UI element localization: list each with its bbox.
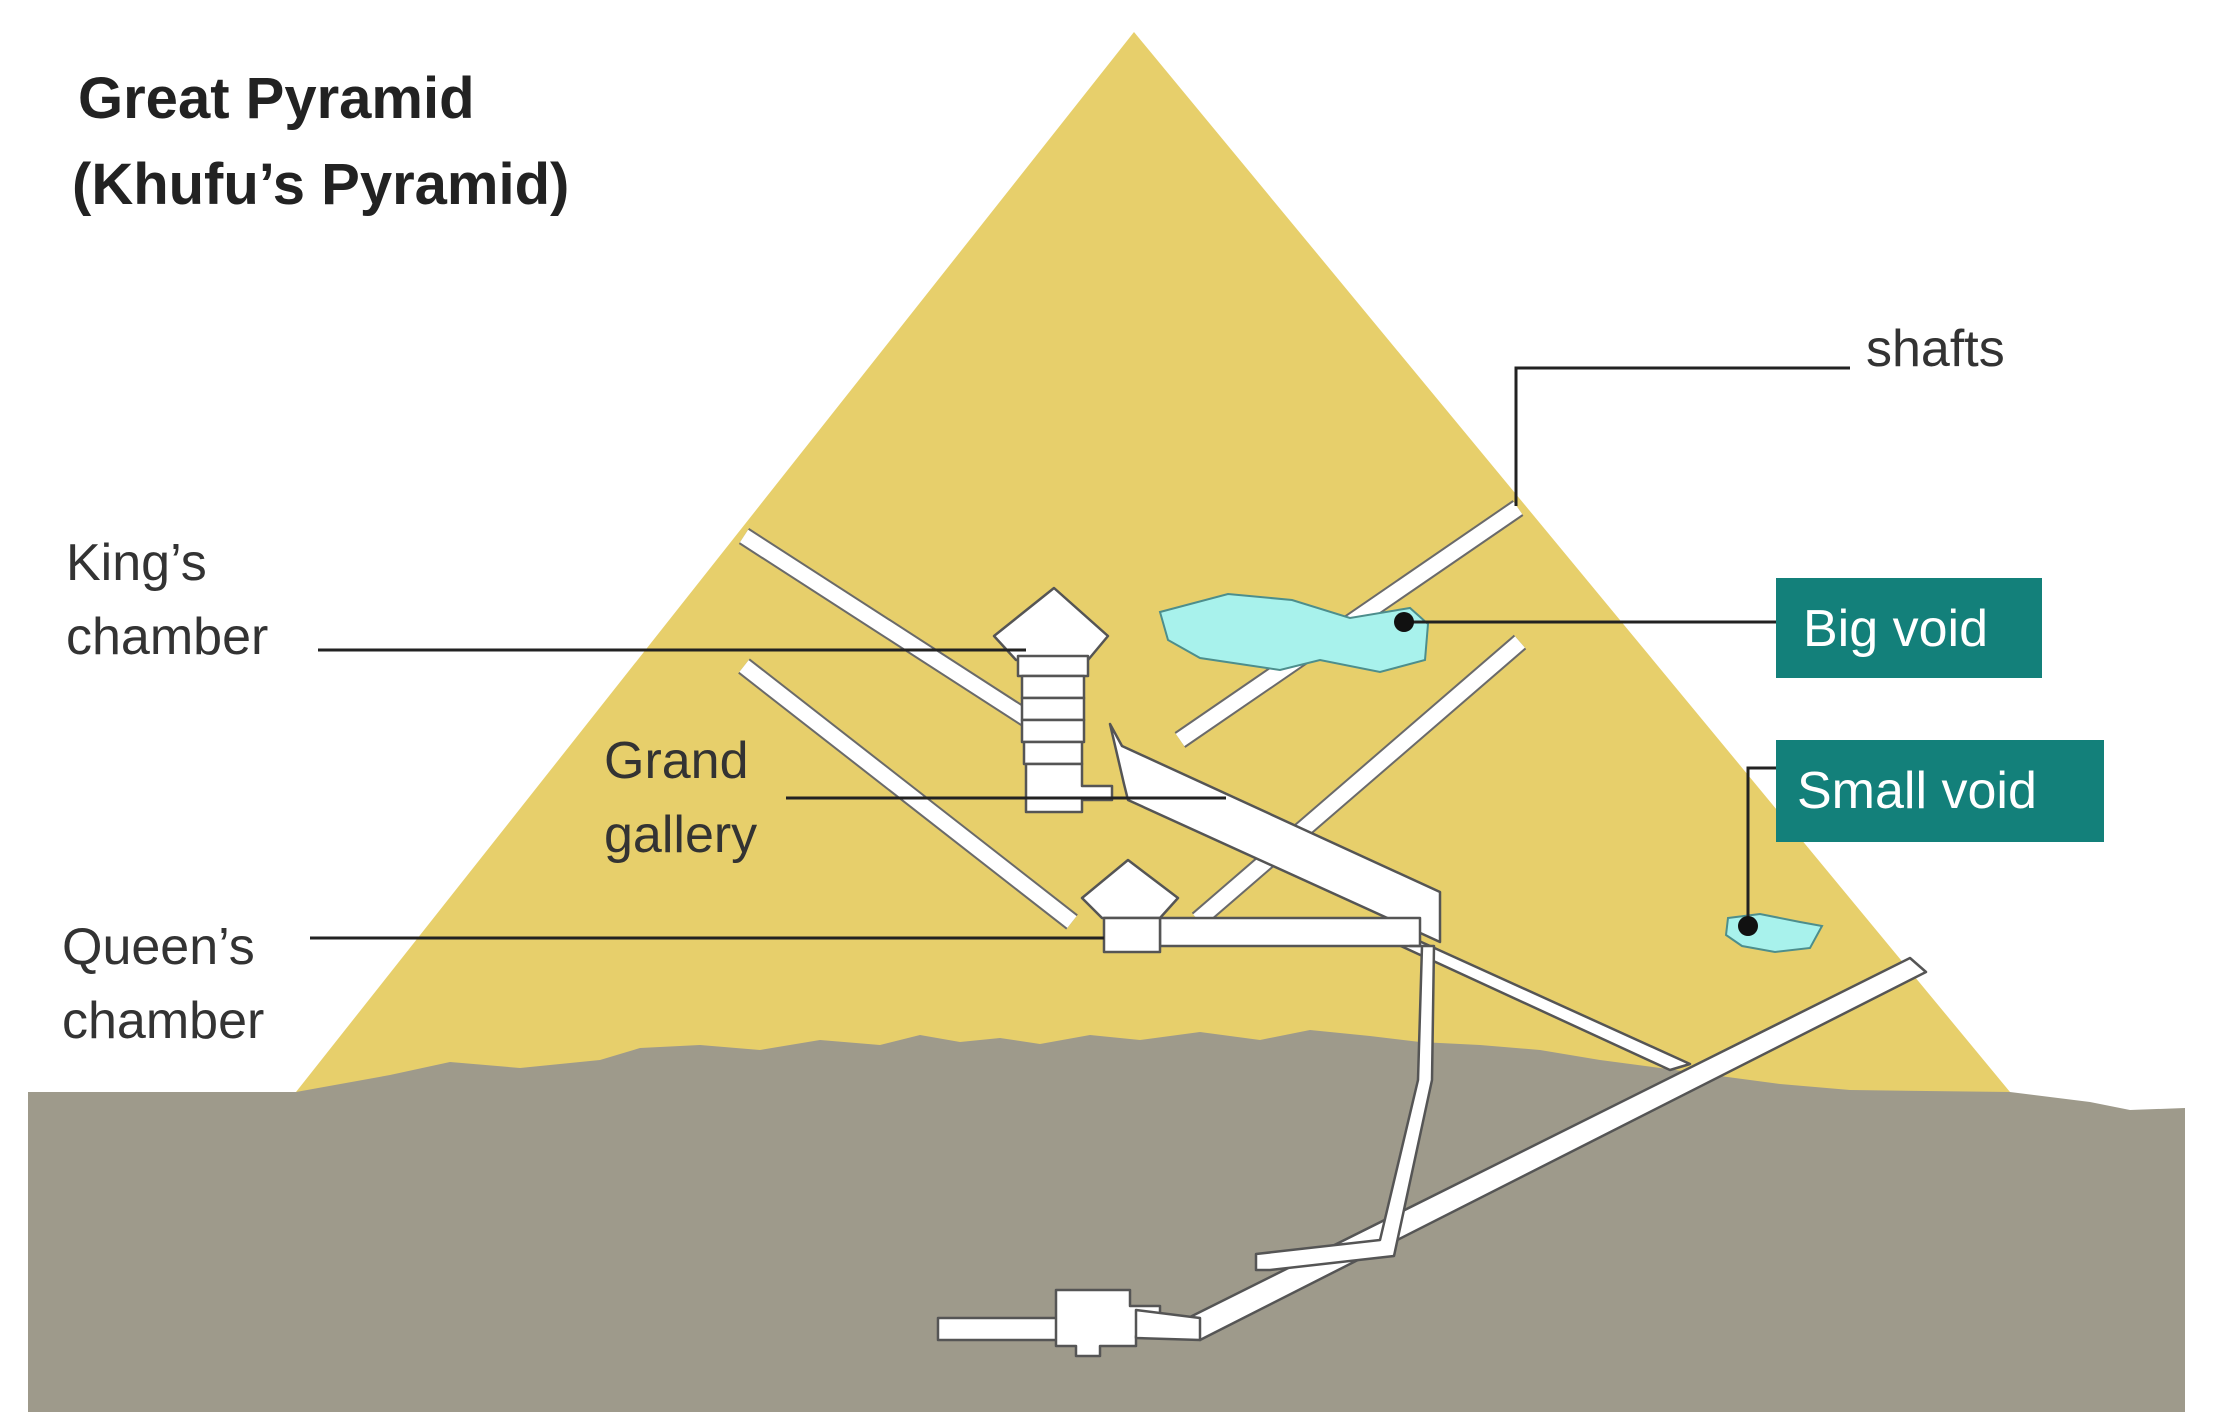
small-void-tag-label: Small void bbox=[1797, 762, 2037, 820]
kings-chamber-label-line-1: King’s bbox=[66, 534, 207, 592]
relieving-chamber-3 bbox=[1020, 696, 1086, 722]
kings-chamber-label-line-2: chamber bbox=[66, 608, 268, 666]
queens-chamber-label-line-2: chamber bbox=[62, 992, 264, 1050]
small-void-marker bbox=[1738, 916, 1758, 936]
queens-chamber bbox=[1102, 916, 1162, 954]
diagram-title-line-2: (Khufu’s Pyramid) bbox=[72, 152, 569, 217]
shafts bbox=[738, 500, 1527, 930]
kings-chamber bbox=[1024, 762, 1114, 814]
shafts-leader bbox=[1514, 366, 1850, 506]
shafts-label: shafts bbox=[1866, 320, 2005, 378]
leader-lines bbox=[310, 366, 1850, 940]
queens-horizontal-passage bbox=[1158, 916, 1422, 948]
relieving-chamber-2 bbox=[1020, 674, 1086, 700]
subterranean-corridor bbox=[936, 1316, 1062, 1342]
grand-gallery bbox=[1108, 722, 1442, 944]
kings-chamber-roof bbox=[992, 586, 1110, 662]
bedrock-ground bbox=[28, 1030, 2185, 1412]
diagram-title-line-1: Great Pyramid bbox=[78, 66, 475, 131]
grand-gallery-label-line-2: gallery bbox=[604, 806, 757, 864]
small-void-tag: Small void bbox=[1776, 740, 2104, 842]
big-void-tag-label: Big void bbox=[1803, 600, 1988, 658]
passages bbox=[936, 586, 1928, 1358]
big-void bbox=[1158, 592, 1430, 674]
relieving-chamber-1 bbox=[1016, 654, 1090, 678]
big-void-tag: Big void bbox=[1776, 578, 2042, 678]
big-void-marker bbox=[1394, 612, 1414, 632]
queens-chamber-label-line-1: Queen’s bbox=[62, 918, 255, 976]
queens-chamber-roof bbox=[1080, 858, 1180, 920]
pyramid-body bbox=[296, 32, 2010, 1092]
small-void-leader bbox=[1746, 766, 1776, 926]
subterranean-chamber bbox=[1054, 1288, 1162, 1358]
relieving-chamber-4 bbox=[1020, 718, 1086, 744]
subterranean-chamber-step bbox=[1134, 1308, 1202, 1342]
grand-gallery-label-line-1: Grand bbox=[604, 732, 749, 790]
well-shaft bbox=[1254, 944, 1436, 1272]
relieving-chamber-5 bbox=[1022, 740, 1084, 766]
